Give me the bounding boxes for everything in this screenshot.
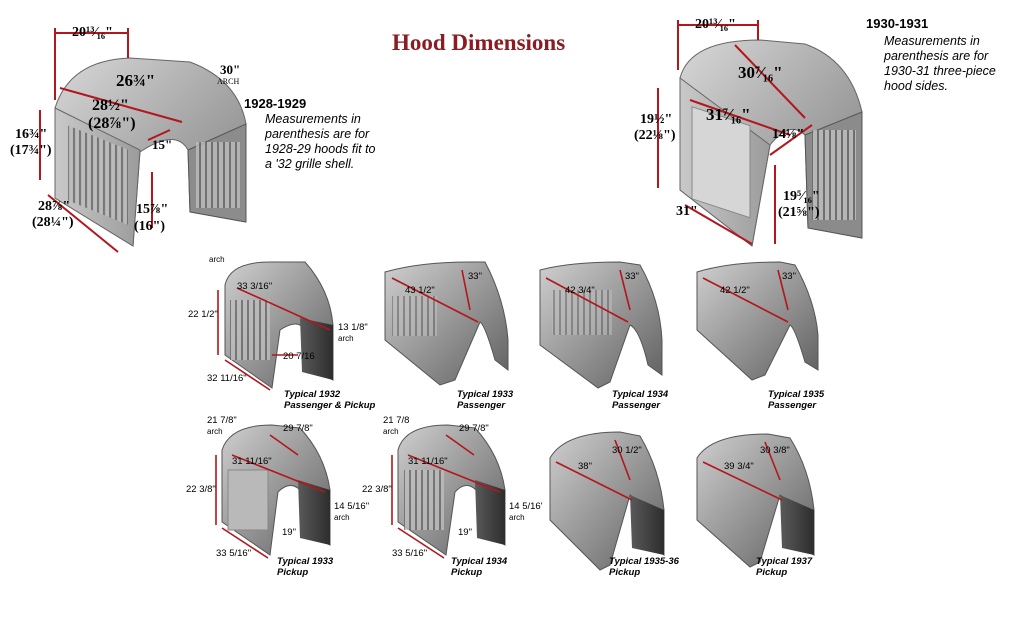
h1933k-m6: 14 5/16"	[334, 501, 370, 512]
hood-1928-drawing	[54, 57, 247, 247]
h1935p-caption-1: Typical 1935	[768, 389, 825, 400]
h1934k-m2: arch	[383, 427, 399, 436]
h1934p-caption-2: Passenger	[612, 400, 661, 411]
hood-1928-dimension-lines	[39, 28, 183, 253]
h1934k-m3: 29 7/8"	[459, 423, 489, 434]
dim-1928-arch-label: ARCH	[217, 77, 240, 86]
h1933k-m5: 22 3/8"	[186, 484, 216, 495]
dim-1928-height-alt: (17¾")	[10, 143, 52, 158]
small-hood-1935-36-pickup	[549, 431, 665, 571]
small-hood-1933-passenger	[384, 261, 509, 386]
h1933k-m7: arch	[334, 513, 350, 522]
hood-1930-drawing	[679, 39, 863, 247]
h1934k-m1: 21 7/8	[383, 415, 410, 426]
h1934k-caption-2: Pickup	[451, 567, 483, 578]
h1933k-m4: 31 11/16"	[232, 456, 272, 467]
h1932-m3: 22 1/2"	[188, 309, 218, 320]
small-hood-1935-passenger	[696, 261, 819, 381]
h1935p-caption-2: Passenger	[768, 400, 817, 411]
dim-1930-arch: 14⅛"	[772, 127, 805, 142]
h1933k-m3: 29 7/8"	[283, 423, 313, 434]
h1933p-m2: 33"	[468, 271, 482, 282]
h1934k-m4: 31 11/16"	[408, 456, 448, 467]
dim-1928-arch: 30"	[220, 62, 241, 77]
h1932-m5: arch	[338, 334, 354, 343]
h1932-m2: 33 3/16"	[237, 281, 273, 292]
h1934p-caption-1: Typical 1934	[612, 389, 669, 400]
dim-1930-top-length: 30⁷⁄₁₆"	[738, 63, 783, 82]
small-hood-1937-pickup	[696, 433, 815, 568]
dim-1928-bottom-length: 28⅞"	[38, 199, 71, 214]
hood-1928-heading: 1928-1929	[244, 96, 307, 111]
dim-1930-bottom-length: 31"	[676, 204, 698, 219]
h1935p-m2: 33"	[782, 271, 796, 282]
h1937k-caption-2: Pickup	[756, 567, 788, 578]
dim-1928-rear-height: 15⅞"	[136, 202, 169, 217]
dim-1930-side-length: 31⁷⁄₁₆"	[706, 105, 751, 124]
dim-1928-top-width: 20¹³⁄₁₆"	[72, 25, 113, 40]
dim-1928-rear-height-alt: (16")	[134, 219, 166, 234]
h1934k-m9: 33 5/16"	[392, 548, 428, 559]
h1937k-m2: 30 3/8"	[760, 445, 790, 456]
h1932-m6: 20 7/16	[283, 351, 315, 362]
h1933k-m2: arch	[207, 427, 223, 436]
hood-1930-heading: 1930-1931	[866, 16, 929, 31]
h1934p-m1: 42 3/4"	[565, 285, 595, 296]
dim-1928-side-length-alt: (28⅞")	[88, 115, 136, 132]
h1935k-m1: 38"	[578, 461, 592, 472]
h1934k-m6: 14 5/16'	[509, 501, 543, 512]
h1932-m7: 32 11/16"	[207, 373, 247, 384]
h1933p-caption-1: Typical 1933	[457, 389, 514, 400]
h1932-m1: arch	[209, 255, 225, 264]
h1933k-m9: 33 5/16"	[216, 548, 252, 559]
hood-1930-dimension-lines	[657, 20, 813, 245]
h1935k-m2: 30 1/2"	[612, 445, 642, 456]
h1935k-caption-1: Typical 1935-36	[609, 556, 679, 567]
h1934p-m2: 33"	[625, 271, 639, 282]
hood-1930-note: Measurements in parenthesis are for 1930…	[884, 34, 996, 93]
h1933k-m1: 21 7/8"	[207, 415, 237, 426]
h1933p-caption-2: Passenger	[457, 400, 506, 411]
h1935p-m1: 42 1/2"	[720, 285, 750, 296]
h1934k-caption-1: Typical 1934	[451, 556, 508, 567]
h1932-caption-1: Typical 1932	[284, 389, 341, 400]
dim-1928-arch-lower: 15"	[152, 137, 173, 152]
dim-1928-bottom-length-alt: (28¼")	[32, 215, 74, 230]
small-hood-1934-pickup	[397, 424, 506, 556]
h1934k-m7: arch	[509, 513, 525, 522]
dim-1930-height-alt: (22⅛")	[634, 128, 676, 143]
dim-1930-top-width: 20¹³⁄₁₆"	[695, 17, 736, 32]
small-hood-dimension-lines	[215, 269, 789, 559]
h1934k-m5: 22 3/8"	[362, 484, 392, 495]
small-hood-1933-pickup	[221, 424, 331, 556]
h1933p-m1: 43 1/2"	[405, 285, 435, 296]
dim-1928-top-length: 26¾"	[116, 71, 156, 90]
h1937k-m1: 39 3/4"	[724, 461, 754, 472]
h1937k-caption-1: Typical 1937	[756, 556, 813, 567]
h1933k-caption-1: Typical 1933	[277, 556, 334, 567]
small-hood-1932	[224, 261, 334, 389]
h1932-caption-2: Passenger & Pickup	[284, 400, 376, 411]
h1934k-m8: 19"	[458, 527, 472, 538]
hood-1928-note: Measurements in parenthesis are for 1928…	[265, 112, 376, 171]
h1933k-caption-2: Pickup	[277, 567, 309, 578]
dim-1928-side-length: 28½"	[92, 97, 129, 114]
h1933k-m8: 19"	[282, 527, 296, 538]
dim-1930-rear-height-alt: (21⅝")	[778, 205, 820, 220]
h1932-m4: 13 1/8"	[338, 322, 368, 333]
dim-1930-rear-height: 19⁵⁄₁₆"	[783, 189, 820, 204]
dim-1928-height: 16¾"	[15, 127, 48, 142]
h1935k-caption-2: Pickup	[609, 567, 641, 578]
small-hood-1934-passenger	[539, 261, 663, 389]
dim-1930-height: 19½"	[640, 112, 673, 127]
page-title: Hood Dimensions	[392, 30, 566, 55]
